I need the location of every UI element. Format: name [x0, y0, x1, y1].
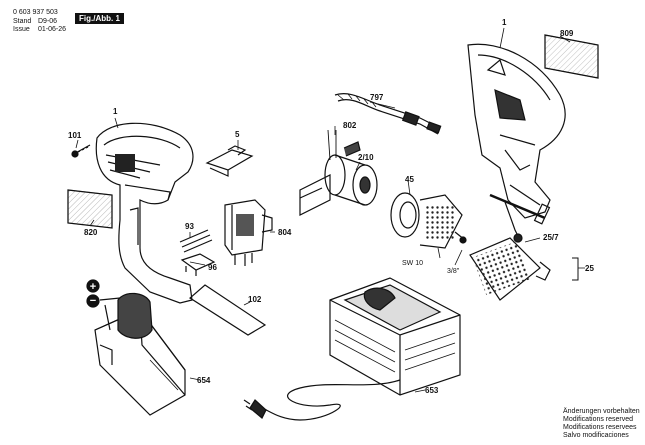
- switch-804: [224, 199, 273, 266]
- callout-sw10: SW 10: [402, 260, 423, 267]
- terminal-minus-mark: −: [90, 295, 96, 307]
- note-spanish: Salvo modificaciones: [563, 432, 629, 439]
- callout-654: 654: [197, 376, 211, 385]
- issue-value: 01-06-26: [38, 26, 67, 33]
- terminal-block-96: [180, 253, 216, 276]
- switch-slide-5: [205, 145, 254, 177]
- battery-pack-654: [94, 292, 186, 416]
- contact-spring-93: [179, 229, 213, 253]
- motor-802: [299, 129, 378, 216]
- wrist-strap-797: [334, 93, 442, 135]
- callout-96: 96: [208, 263, 217, 272]
- callout-101: 101: [68, 131, 82, 140]
- stand-label: Stand: [13, 18, 32, 25]
- power-cord: [243, 379, 401, 421]
- housing-half-right: [467, 43, 566, 219]
- label-plate-820: [67, 189, 113, 229]
- callout-93: 93: [185, 222, 194, 231]
- modification-notes: Änderungen vorbehalten Modifications res…: [563, 408, 640, 440]
- wire-loop-102: [188, 284, 267, 336]
- note-french: Modifications reservees: [563, 424, 637, 431]
- callout-45: 45: [405, 175, 414, 184]
- callout-802: 802: [343, 121, 357, 130]
- callout-1-right: 1: [502, 18, 507, 27]
- callout-1-left: 1: [113, 107, 118, 116]
- note-german: Änderungen vorbehalten: [563, 408, 640, 415]
- callout-653: 653: [425, 386, 439, 395]
- chuck-key-25-7: [489, 193, 551, 243]
- callout-25: 25: [585, 264, 594, 273]
- callout-3-8: 3/8": [447, 268, 460, 275]
- gearbox-45: [390, 192, 467, 249]
- figure-label: Fig./Abb. 1: [75, 13, 124, 24]
- drill-chuck-25: [469, 237, 551, 301]
- label-plate-809: [544, 34, 599, 79]
- screw-101: [71, 144, 91, 158]
- charger-653: [329, 277, 461, 396]
- housing-half-left: [95, 122, 194, 304]
- callout-102: 102: [248, 295, 262, 304]
- callout-5: 5: [235, 130, 240, 139]
- callout-820: 820: [84, 228, 98, 237]
- callout-2-10: 2/10: [358, 153, 374, 162]
- callout-25-7: 25/7: [543, 233, 559, 242]
- terminal-plus-mark: +: [90, 281, 96, 293]
- callout-797: 797: [370, 93, 384, 102]
- issue-label: Issue: [13, 26, 30, 33]
- stand-value: D9-06: [38, 18, 58, 25]
- part-number: 0 603 937 503: [13, 9, 58, 16]
- callout-809: 809: [560, 29, 574, 38]
- note-english: Modifications reserved: [563, 416, 634, 423]
- callout-804: 804: [278, 228, 292, 237]
